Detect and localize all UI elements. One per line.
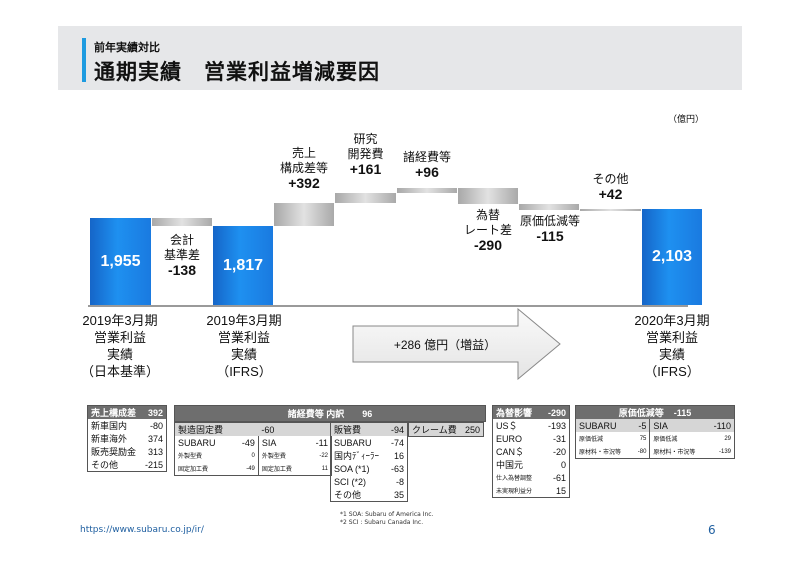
footnotes: *1 SOA: Subaru of America Inc.*2 SCI : S… [340,511,434,526]
label-rnd: 研究開発費+161 [347,132,384,177]
bar-accounting-diff [152,218,212,226]
label-other: その他+42 [592,172,629,202]
bar-cost-reduction [519,204,579,210]
unit-label: （億円） [668,115,705,125]
footer-url-link[interactable]: https://www.subaru.co.jp/ir/ [80,525,204,535]
bar-sales-mix [274,203,334,226]
label-accounting-diff: 会計基準差-138 [163,233,200,278]
period-label-fy2020-ifrs: 2020年3月期営業利益実績（IFRS） [634,313,710,379]
increase-arrow-icon [352,308,561,380]
increase-text: +286 億円（増益） [393,338,497,352]
baseline [88,305,688,307]
bar-rnd [335,193,396,203]
label-expenses: 諸経費等+96 [402,150,451,180]
label-sales-mix: 売上構成差等+392 [279,146,328,191]
bar-fy2019-ifrs: 1,817 [213,226,273,305]
bar-fy2020-ifrs: 2,103 [642,209,702,305]
bar-fx [458,188,518,204]
page-number: 6 [708,523,716,537]
bar-other [580,209,641,211]
label-cost-reduction: 原価低減等-115 [519,214,580,244]
slide-subtitle: 前年実績対比 [94,41,160,54]
accent-bar [82,38,86,82]
slide-title: 通期実績 営業利益増減要因 [94,60,380,84]
period-label-fy2019-ifrs: 2019年3月期営業利益実績（IFRS） [206,313,282,379]
label-fx: 為替レート差-290 [463,208,512,253]
bar-fy2019-jgaap: 1,955 [90,218,151,305]
bar-expenses [397,188,457,193]
slide-header: 前年実績対比 通期実績 営業利益増減要因 [58,26,742,90]
period-label-fy2019-jgaap: 2019年3月期営業利益実績（日本基準） [80,313,159,379]
